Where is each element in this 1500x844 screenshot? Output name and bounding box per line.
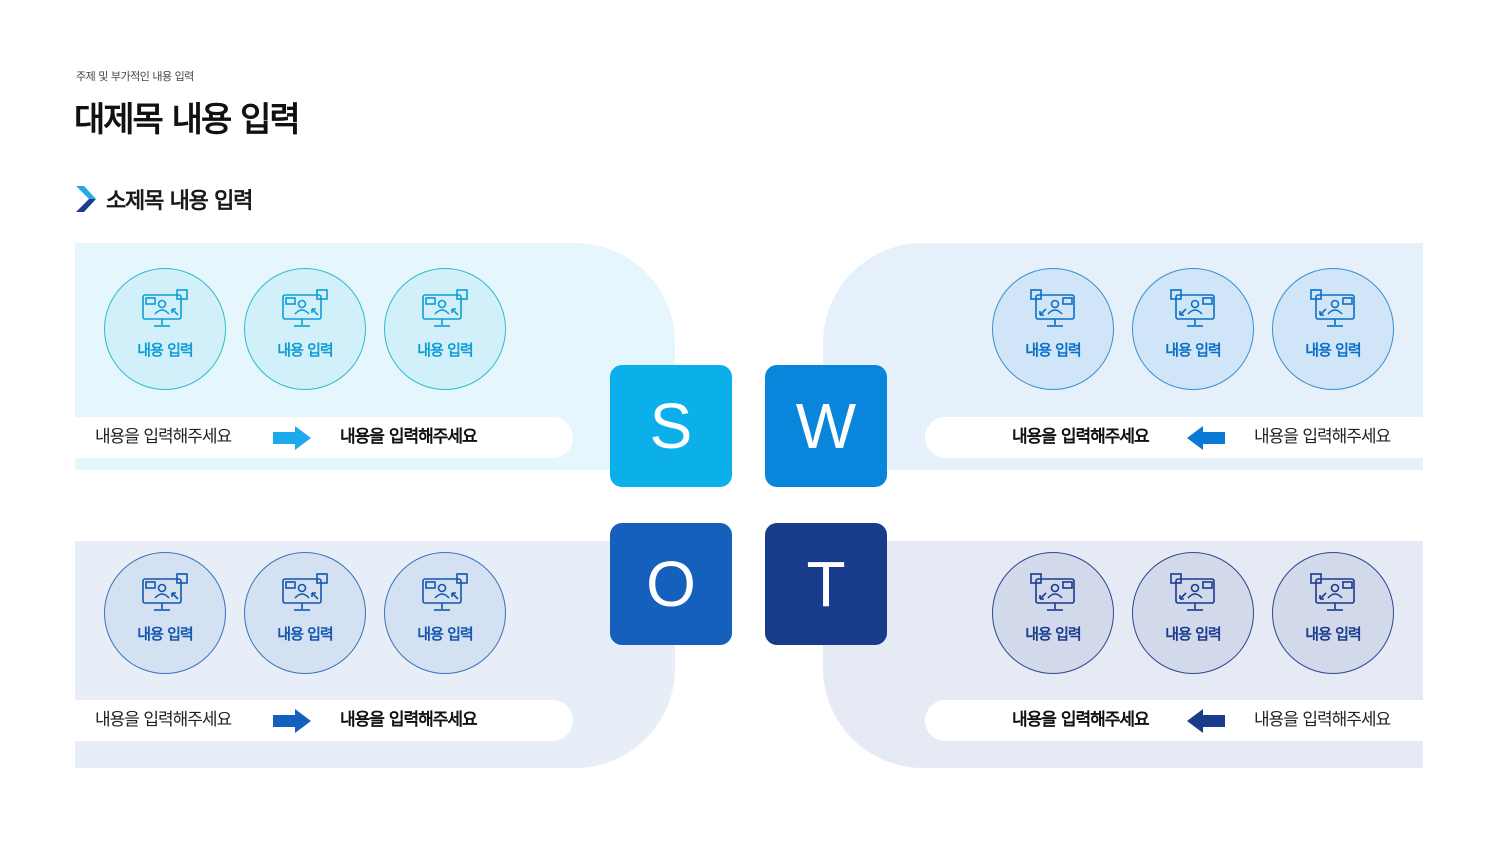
- threat-flow-strip: 내용을 입력해주세요 내용을 입력해주세요: [925, 700, 1423, 741]
- monitor-user-icon: [1310, 289, 1355, 327]
- strengths-panel: 내용 입력 내용 입력 내용 입력 내용을 입력해주세요: [75, 243, 675, 470]
- strength-item-label: 내용 입력: [137, 341, 193, 359]
- monitor-user-icon: [142, 289, 188, 327]
- monitor-user-icon: [1170, 289, 1215, 327]
- strength-item-3[interactable]: 내용 입력: [384, 268, 506, 390]
- arrow-left-icon: [1187, 426, 1225, 450]
- swot-tile-s[interactable]: S: [610, 365, 732, 487]
- weakness-flow-strip: 내용을 입력해주세요 내용을 입력해주세요: [925, 417, 1423, 458]
- monitor-user-icon: [1310, 573, 1355, 611]
- monitor-user-icon: [282, 289, 328, 327]
- monitor-user-icon: [142, 573, 188, 611]
- eyebrow-text: 주제 및 부가적인 내용 입력: [76, 70, 194, 83]
- threat-item-label: 내용 입력: [1305, 625, 1361, 643]
- weakness-item-label: 내용 입력: [1305, 341, 1361, 359]
- swot-tile-w[interactable]: W: [765, 365, 887, 487]
- opportunity-text-left: 내용을 입력해주세요: [95, 710, 232, 730]
- threat-item-label: 내용 입력: [1165, 625, 1221, 643]
- weakness-item-3[interactable]: 내용 입력: [1272, 268, 1394, 390]
- opportunity-item-label: 내용 입력: [417, 625, 473, 643]
- section-title: 소제목 내용 입력: [106, 189, 253, 214]
- opportunities-panel: 내용 입력 내용 입력 내용 입력 내용을 입력해주세요: [75, 541, 675, 768]
- opportunity-item-label: 내용 입력: [277, 625, 333, 643]
- weaknesses-panel: 내용 입력 내용 입력 내용 입력 내용을 입력해주세요: [823, 243, 1423, 470]
- opportunity-item-label: 내용 입력: [137, 625, 193, 643]
- section-heading: 소제목 내용 입력: [76, 184, 253, 214]
- strength-item-2[interactable]: 내용 입력: [244, 268, 366, 390]
- threats-panel: 내용 입력 내용 입력 내용 입력 내용을 입력해주세요: [823, 541, 1423, 768]
- opportunity-item-3[interactable]: 내용 입력: [384, 552, 506, 674]
- weakness-item-2[interactable]: 내용 입력: [1132, 268, 1254, 390]
- strength-item-1[interactable]: 내용 입력: [104, 268, 226, 390]
- strength-text-left: 내용을 입력해주세요: [95, 427, 232, 447]
- opportunity-item-1[interactable]: 내용 입력: [104, 552, 226, 674]
- weakness-item-label: 내용 입력: [1165, 341, 1221, 359]
- chevron-right-icon: [76, 186, 96, 212]
- arrow-right-icon: [273, 709, 311, 733]
- monitor-user-icon: [1030, 573, 1075, 611]
- threat-item-2[interactable]: 내용 입력: [1132, 552, 1254, 674]
- page-title: 대제목 내용 입력: [74, 100, 301, 140]
- strength-flow-strip: 내용을 입력해주세요 내용을 입력해주세요: [75, 417, 573, 458]
- threat-item-label: 내용 입력: [1025, 625, 1081, 643]
- opportunity-item-2[interactable]: 내용 입력: [244, 552, 366, 674]
- strength-item-label: 내용 입력: [277, 341, 333, 359]
- monitor-user-icon: [422, 573, 468, 611]
- weakness-item-1[interactable]: 내용 입력: [992, 268, 1114, 390]
- opportunity-flow-strip: 내용을 입력해주세요 내용을 입력해주세요: [75, 700, 573, 741]
- arrow-right-icon: [273, 426, 311, 450]
- swot-tile-t[interactable]: T: [765, 523, 887, 645]
- arrow-left-icon: [1187, 709, 1225, 733]
- strength-text-right: 내용을 입력해주세요: [340, 427, 478, 447]
- weakness-text-right: 내용을 입력해주세요: [1254, 427, 1391, 447]
- monitor-user-icon: [1170, 573, 1215, 611]
- strength-item-label: 내용 입력: [417, 341, 473, 359]
- weakness-text-left: 내용을 입력해주세요: [1012, 427, 1150, 447]
- weakness-item-label: 내용 입력: [1025, 341, 1081, 359]
- monitor-user-icon: [1030, 289, 1075, 327]
- threat-text-right: 내용을 입력해주세요: [1254, 710, 1391, 730]
- threat-item-1[interactable]: 내용 입력: [992, 552, 1114, 674]
- opportunity-text-right: 내용을 입력해주세요: [340, 710, 478, 730]
- threat-text-left: 내용을 입력해주세요: [1012, 710, 1150, 730]
- monitor-user-icon: [282, 573, 328, 611]
- monitor-user-icon: [422, 289, 468, 327]
- swot-tile-o[interactable]: O: [610, 523, 732, 645]
- threat-item-3[interactable]: 내용 입력: [1272, 552, 1394, 674]
